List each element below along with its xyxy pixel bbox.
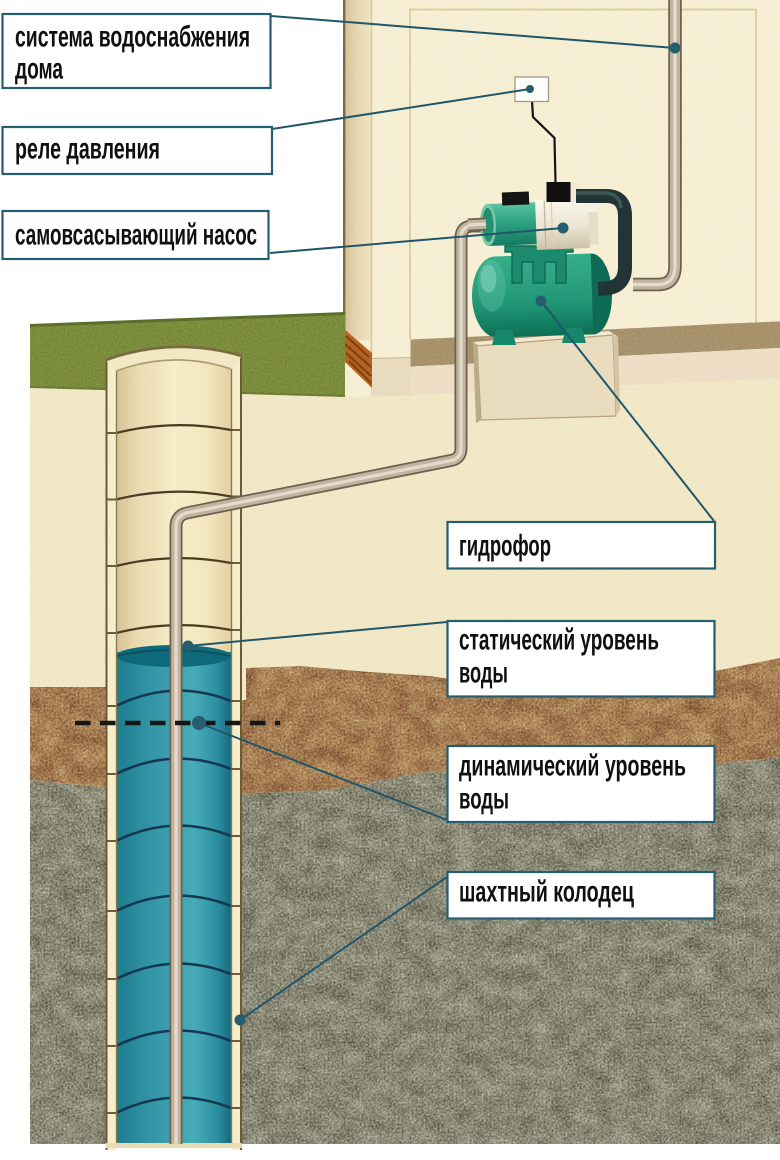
svg-text:гидрофор: гидрофор	[459, 530, 551, 563]
svg-text:система водоснабжения: система водоснабжения	[15, 21, 250, 54]
svg-text:воды: воды	[459, 783, 509, 816]
svg-text:шахтный колодец: шахтный колодец	[459, 876, 634, 909]
svg-text:динамический уровень: динамический уровень	[459, 750, 686, 783]
svg-text:самовсасывающий насос: самовсасывающий насос	[15, 219, 257, 252]
svg-text:дома: дома	[15, 53, 63, 86]
svg-text:статический уровень: статический уровень	[459, 624, 659, 657]
svg-text:реле давления: реле давления	[15, 133, 160, 166]
svg-text:воды: воды	[459, 657, 508, 690]
